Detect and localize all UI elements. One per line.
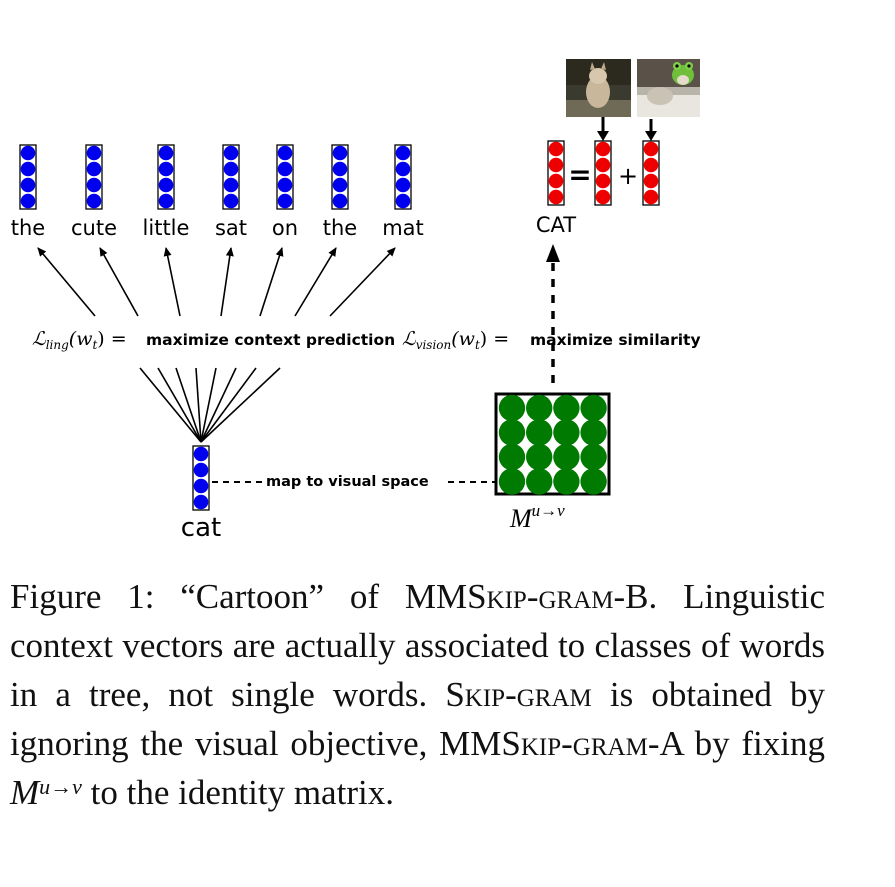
caption-text: to the identity matrix. [81,773,394,812]
matrix-cell [526,443,553,471]
context-word-label: the [11,216,45,240]
context-word-label: on [272,216,298,240]
ling-loss-arg: (w [69,328,93,350]
linguistic-loss: ℒling(wt) = maximize context prediction [32,328,395,352]
caption-math: Mu→v [10,773,82,812]
vision-loss-symbol: ℒ [402,328,417,350]
visual-vector [594,140,612,206]
matrix-label-base: M [509,504,533,533]
matrix-label-sup: u→v [532,501,566,520]
ling-loss-text: maximize context prediction [146,331,395,349]
vision-arrowhead-icon [546,244,560,262]
matrix-cell [526,394,553,422]
matrix-cell [580,468,607,495]
caption-math-base: M [10,773,40,812]
context-vector [157,144,175,210]
caption-smallcaps: kip-gram [464,675,592,714]
map-label: map to visual space [266,474,429,490]
mmskip-gram-diagram: the cute little sat on the mat ℒling(wt)… [11,59,701,543]
caption-text: -A by fixing [647,724,825,763]
ling-loss-subscript: ling [46,338,69,352]
visual-vector [642,140,660,206]
visual-vectors [547,140,660,206]
context-word-label: the [323,216,357,240]
context-vector [394,144,412,210]
context-word-label: mat [382,216,424,240]
equals-sign: = [568,158,591,191]
target-vector [192,445,210,511]
ling-loss-arg-close: ) = [97,328,126,350]
matrix-cell [553,394,580,422]
caption-text: is obtained by ignoring the visual objec… [10,675,825,763]
context-word-label: little [143,216,190,240]
ling-loss-arg-sub: t [92,338,97,352]
context-word-label: cute [71,216,117,240]
vision-loss-arg: (w [451,328,475,350]
map-to-visual-space: map to visual space [212,474,497,490]
plus-sign: + [618,162,638,190]
mapping-matrix [494,392,611,496]
caption-math-sup: u→v [39,774,82,799]
caption-smallcaps: kip-gram [520,724,648,763]
svg-text:ℒvision(wt) =: ℒvision(wt) = [402,328,509,352]
context-fan-lines [139,367,281,443]
target-word-vector [192,445,210,511]
context-word-label: sat [215,216,247,240]
context-vector [276,144,294,210]
caption-text: -B. Linguistic context vectors are actua… [10,577,825,714]
image-feature-arrows [597,117,657,141]
context-vector [85,144,103,210]
figure-caption: Figure 1: “Cartoon” of MMSkip-gram-B. Li… [10,572,825,817]
vision-loss-subscript: vision [416,338,452,352]
context-word-vectors [19,144,412,210]
matrix-cell [553,419,580,446]
context-prediction-arrows [37,247,396,317]
matrix-cell [580,419,607,446]
matrix-label: Mu→v [509,501,565,533]
matrix-cell [526,468,553,495]
vision-loss-arg-sub: t [475,338,480,352]
matrix-cell [580,394,607,422]
visual-word-label: CAT [536,213,576,237]
cat-image-2 [637,59,700,117]
target-word-label: cat [181,513,221,543]
ling-loss-symbol: ℒ [32,328,47,350]
context-vector [331,144,349,210]
context-vector [222,144,240,210]
visual-vector [547,140,565,206]
matrix-cell [498,394,526,422]
matrix-cell [580,443,607,471]
matrix-cell [498,443,526,471]
svg-text:ℒling(wt) =: ℒling(wt) = [32,328,127,352]
caption-lead: Figure 1: “Cartoon” of MMS [10,577,487,616]
vision-loss: ℒvision(wt) = maximize similarity [402,328,701,352]
context-vector [19,144,37,210]
matrix-cell [553,443,580,471]
matrix-cell [498,468,526,495]
matrix-cell [526,419,553,446]
caption-smallcaps: kip-gram [486,577,614,616]
matrix-cell [498,419,526,446]
context-word-labels: the cute little sat on the mat [11,216,424,240]
matrix-cell [553,468,580,495]
vision-loss-arg-close: ) = [480,328,509,350]
vision-loss-text: maximize similarity [530,331,701,349]
cat-image-1 [566,59,631,117]
